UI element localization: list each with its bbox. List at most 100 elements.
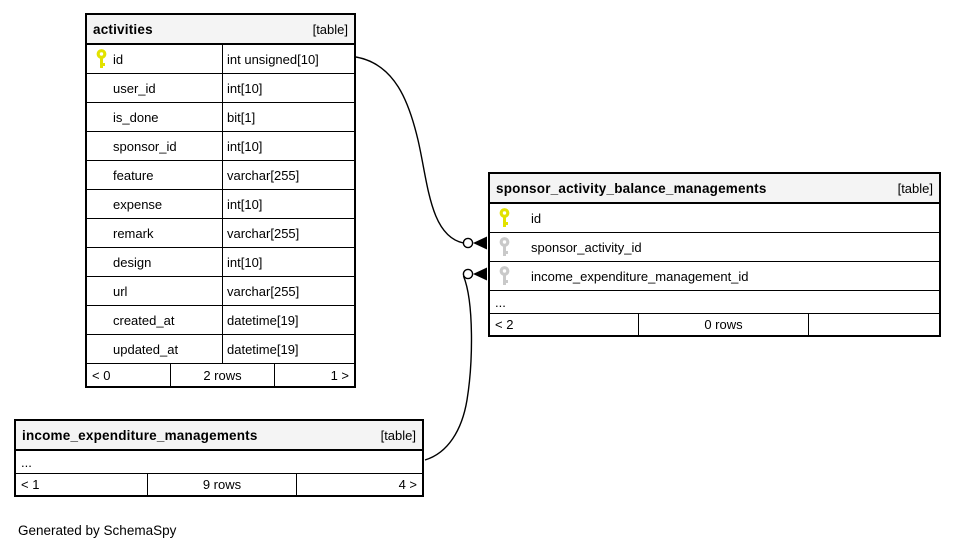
column-name: feature [113,167,154,183]
key-icon-slot [96,136,107,156]
column-row-user-id: user_id int[10] [87,74,354,103]
column-row-url: url varchar[255] [87,277,354,306]
table-income-name-link[interactable]: income_expenditure_managements [22,427,258,443]
column-name-cell: feature [87,161,223,189]
column-row-id: id int unsigned[10] [87,45,354,74]
column-type: int[10] [227,254,263,270]
column-row-sponsor-id: sponsor_id int[10] [87,132,354,161]
column-name-cell: user_id [87,74,223,102]
primary-key-icon [499,208,510,228]
column-name-cell: updated_at [87,335,223,363]
column-name: url [113,283,128,299]
column-name: updated_at [113,341,179,357]
column-name: id [113,51,124,67]
column-type: varchar[255] [227,283,300,299]
key-icon-slot [96,310,107,330]
column-row-sponsor-activity-id: sponsor_activity_id [490,233,939,262]
related-right-count: 4 > [296,474,422,495]
table-kind-label: [table] [897,180,933,196]
table-income-footer: < 1 9 rows 4 > [16,474,422,495]
column-name-cell: income_expenditure_management_id [490,262,939,290]
table-balance-name-link[interactable]: sponsor_activity_balance_managements [496,180,767,196]
relationship-activities-to-balance [355,56,487,250]
column-type: int[10] [227,80,263,96]
row-count: 0 rows [638,314,808,335]
column-type: varchar[255] [227,167,300,183]
table-income-expenditure-managements: income_expenditure_managements [table] .… [14,419,424,497]
table-activities-name-link[interactable]: activities [93,21,153,37]
hidden-columns-ellipsis: ... [490,291,939,314]
hidden-columns-ellipsis: ... [16,451,422,474]
table-sponsor-activity-balance-managements: sponsor_activity_balance_managements [ta… [488,172,941,337]
column-name-cell: url [87,277,223,305]
column-name: user_id [113,80,156,96]
column-type: datetime[19] [227,341,299,357]
column-name-cell: sponsor_id [87,132,223,160]
related-left-count: < 0 [92,367,111,383]
column-row-id: id [490,204,939,233]
column-name-cell: expense [87,190,223,218]
crow-foot-arrow [473,267,487,281]
column-row-expense: expense int[10] [87,190,354,219]
key-icon-slot [96,339,107,359]
column-type: bit[1] [227,109,256,125]
related-left-count: < 1 [21,477,40,492]
column-type: int[10] [227,196,263,212]
column-name-cell: design [87,248,223,276]
key-icon-slot [96,252,107,272]
table-activities-footer: < 0 2 rows 1 > [87,364,354,386]
row-count: 9 rows [147,474,296,495]
crow-foot-arrow [473,236,487,250]
column-name-cell: remark [87,219,223,247]
key-icon-slot [96,194,107,214]
related-right-count: 1 > [274,364,354,386]
column-row-income-expenditure-management-id: income_expenditure_management_id [490,262,939,291]
table-activities-header: activities [table] [87,15,354,45]
column-name-cell: id [490,204,939,232]
column-name: expense [113,196,163,212]
column-type: int unsigned[10] [227,51,319,67]
foreign-key-icon [499,237,510,257]
column-name: income_expenditure_management_id [531,268,749,284]
column-row-design: design int[10] [87,248,354,277]
column-row-feature: feature varchar[255] [87,161,354,190]
generator-credit: Generated by SchemaSpy [18,523,177,538]
related-left-count: < 2 [495,317,514,332]
key-icon-slot [96,223,107,243]
key-icon-slot [96,281,107,301]
column-name: sponsor_activity_id [531,239,642,255]
column-row-is-done: is_done bit[1] [87,103,354,132]
column-name-cell: sponsor_activity_id [490,233,939,261]
column-row-remark: remark varchar[255] [87,219,354,248]
column-name: design [113,254,152,270]
column-type: varchar[255] [227,225,300,241]
zero-or-one-circle [462,237,474,249]
key-icon-slot [96,165,107,185]
column-type: int[10] [227,138,263,154]
column-name-cell: is_done [87,103,223,131]
row-count: 2 rows [170,364,274,386]
column-name: remark [113,225,154,241]
table-balance-footer: < 2 0 rows [490,314,939,335]
zero-or-one-circle [462,268,474,280]
table-activities: activities [table] id int unsigned[10] u… [85,13,356,388]
table-balance-header: sponsor_activity_balance_managements [ta… [490,174,939,204]
column-row-updated-at: updated_at datetime[19] [87,335,354,364]
table-kind-label: [table] [380,427,416,443]
column-name-cell: created_at [87,306,223,334]
column-name: sponsor_id [113,138,177,154]
column-type: datetime[19] [227,312,299,328]
table-kind-label: [table] [312,21,348,37]
column-name: created_at [113,312,175,328]
relationship-income-to-balance [424,267,487,461]
foreign-key-icon [499,266,510,286]
key-icon-slot [96,78,107,98]
column-name-cell: id [87,45,223,73]
column-row-created-at: created_at datetime[19] [87,306,354,335]
key-icon-slot [96,107,107,127]
related-right-count [808,314,939,335]
primary-key-icon [96,49,107,69]
column-name: id [531,210,542,226]
column-name: is_done [113,109,159,125]
